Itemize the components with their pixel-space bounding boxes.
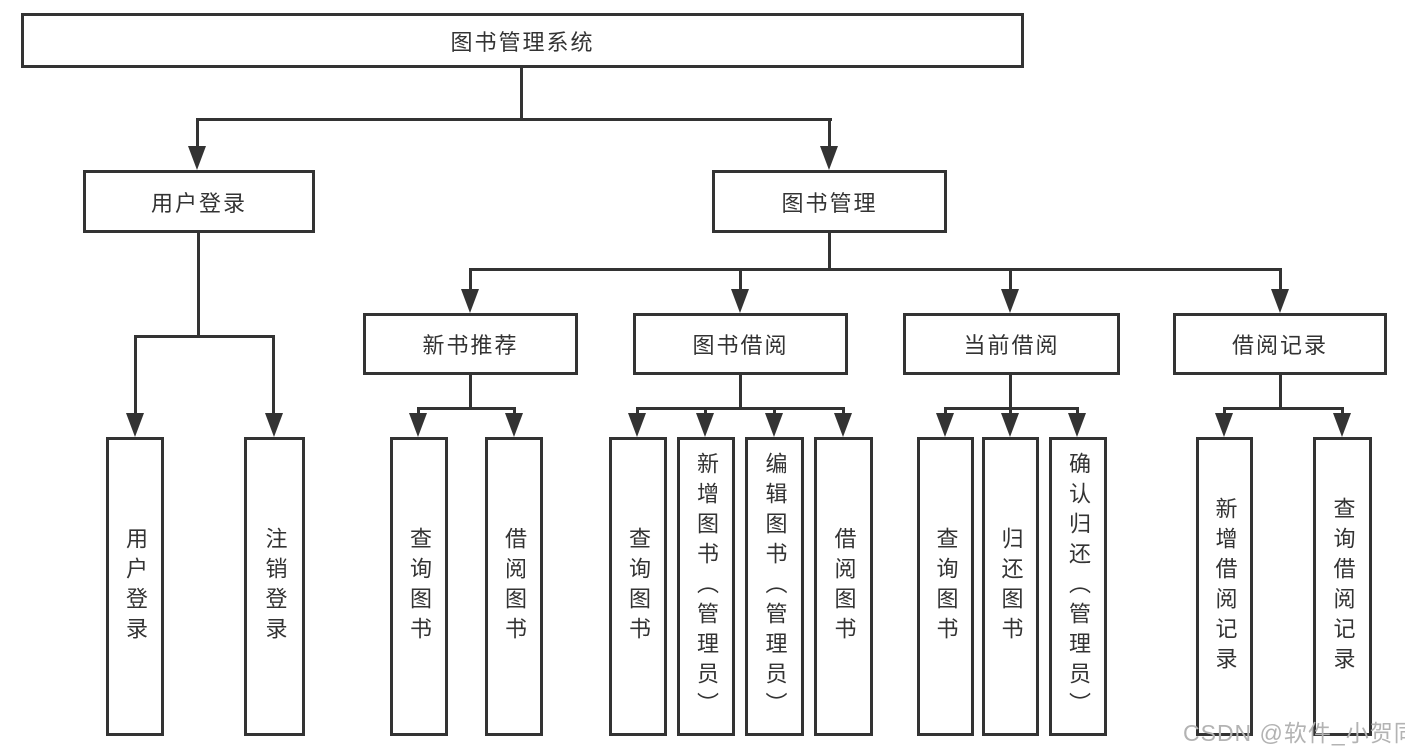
arrow-down-icon [765, 413, 783, 437]
leaf-label: 查询图书 [626, 526, 651, 647]
leaf-query-borrow-record: 查询借阅记录 [1313, 437, 1372, 736]
arrow-down-icon [820, 146, 838, 170]
connector-drop [773, 407, 776, 416]
arrow-down-icon [505, 413, 523, 437]
leaf-label: 查询图书 [407, 526, 432, 647]
arrow-down-icon [188, 146, 206, 170]
connector-new-book-hline [417, 407, 516, 410]
leaf-label: 借阅图书 [831, 526, 857, 647]
leaf-label: 归还图书 [998, 526, 1024, 647]
arrow-down-icon [461, 289, 479, 313]
leaf-query-books-borrow: 查询图书 [609, 437, 667, 736]
arrow-down-icon [834, 413, 852, 437]
node-borrow-records: 借阅记录 [1173, 313, 1387, 375]
arrow-down-icon [126, 413, 144, 437]
arrow-down-icon [1333, 413, 1351, 437]
arrow-down-icon [628, 413, 646, 437]
node-user-login-label: 用户登录 [150, 190, 247, 216]
leaf-edit-books-admin: 编辑图书（管理员） [745, 437, 804, 736]
node-book-borrow-label: 图书借阅 [692, 333, 789, 358]
leaf-user-login-label: 用户登录 [123, 526, 148, 647]
connector-drop-book-borrow [739, 268, 742, 292]
connector-drop-new-book [469, 268, 472, 292]
node-book-management-label: 图书管理 [781, 190, 878, 216]
leaf-query-books-current: 查询图书 [917, 437, 974, 736]
connector-borrow-records-stem [1279, 375, 1282, 407]
leaf-add-books-admin: 新增图书（管理员） [677, 437, 735, 736]
connector-book-mgmt-stem [828, 233, 831, 268]
arrow-down-icon [1271, 289, 1289, 313]
arrow-down-icon [1215, 413, 1233, 437]
leaf-confirm-return-admin: 确认归还（管理员） [1049, 437, 1107, 736]
arrow-down-icon [1001, 289, 1019, 313]
connector-book-borrow-hline [636, 407, 845, 410]
leaf-borrow-books-newbook: 借阅图书 [485, 437, 543, 736]
arrow-down-icon [1068, 413, 1086, 437]
node-book-management: 图书管理 [712, 170, 947, 233]
connector-drop [842, 407, 845, 416]
connector-drop-current-borrow [1009, 268, 1012, 292]
leaf-add-borrow-record: 新增借阅记录 [1196, 437, 1253, 736]
node-user-login: 用户登录 [83, 170, 315, 233]
connector-user-login-hline [134, 335, 275, 338]
connector-drop-user-login [196, 118, 199, 150]
node-root-system: 图书管理系统 [21, 13, 1024, 68]
csdn-watermark: CSDN @软件_小贺同学 [1183, 720, 1405, 746]
node-new-book-recommend-label: 新书推荐 [422, 333, 519, 358]
node-new-book-recommend: 新书推荐 [363, 313, 578, 375]
connector-level3-hline [469, 268, 1282, 271]
leaf-return-books: 归还图书 [982, 437, 1039, 736]
connector-drop [1076, 407, 1079, 416]
arrow-down-icon [936, 413, 954, 437]
leaf-label: 新增图书（管理员） [694, 451, 719, 722]
connector-drop-borrow-record [1279, 268, 1282, 292]
connector-drop [636, 407, 639, 416]
leaf-borrow-books: 借阅图书 [814, 437, 873, 736]
leaf-query-books-newbook: 查询图书 [390, 437, 448, 736]
node-current-borrow-label: 当前借阅 [963, 333, 1060, 358]
arrow-down-icon [1001, 413, 1019, 437]
connector-current-borrow-stem [1009, 375, 1012, 407]
connector-root-stem [520, 68, 523, 118]
node-current-borrow: 当前借阅 [903, 313, 1120, 375]
arrow-down-icon [265, 413, 283, 437]
connector-drop [944, 407, 947, 416]
arrow-down-icon [731, 289, 749, 313]
connector-borrow-records-hline [1223, 407, 1343, 410]
connector-user-login-stem [197, 233, 200, 335]
arrow-down-icon [409, 413, 427, 437]
connector-new-book-stem [469, 375, 472, 407]
leaf-label: 查询图书 [933, 526, 959, 647]
connector-level2-hline [196, 118, 832, 121]
connector-drop [1009, 407, 1012, 416]
connector-book-borrow-stem [739, 375, 742, 407]
leaf-logout: 注销登录 [244, 437, 305, 736]
node-root-label: 图书管理系统 [450, 29, 595, 55]
connector-drop [1223, 407, 1226, 416]
connector-drop-leaf-logout [272, 335, 275, 415]
leaf-label: 借阅图书 [502, 526, 527, 647]
connector-drop [704, 407, 707, 416]
arrow-down-icon [696, 413, 714, 437]
node-borrow-records-label: 借阅记录 [1231, 333, 1328, 358]
leaf-label: 编辑图书（管理员） [762, 451, 788, 722]
leaf-label: 查询借阅记录 [1330, 496, 1356, 677]
connector-drop-book-mgmt [828, 118, 831, 150]
node-book-borrow: 图书借阅 [633, 313, 848, 375]
connector-drop [513, 407, 516, 416]
leaf-label: 新增借阅记录 [1212, 496, 1238, 677]
connector-drop [417, 407, 420, 416]
leaf-label: 确认归还（管理员） [1066, 451, 1091, 722]
connector-drop-leaf-login [134, 335, 137, 415]
leaf-user-login: 用户登录 [106, 437, 164, 736]
leaf-logout-label: 注销登录 [262, 526, 288, 647]
connector-drop [1341, 407, 1344, 416]
